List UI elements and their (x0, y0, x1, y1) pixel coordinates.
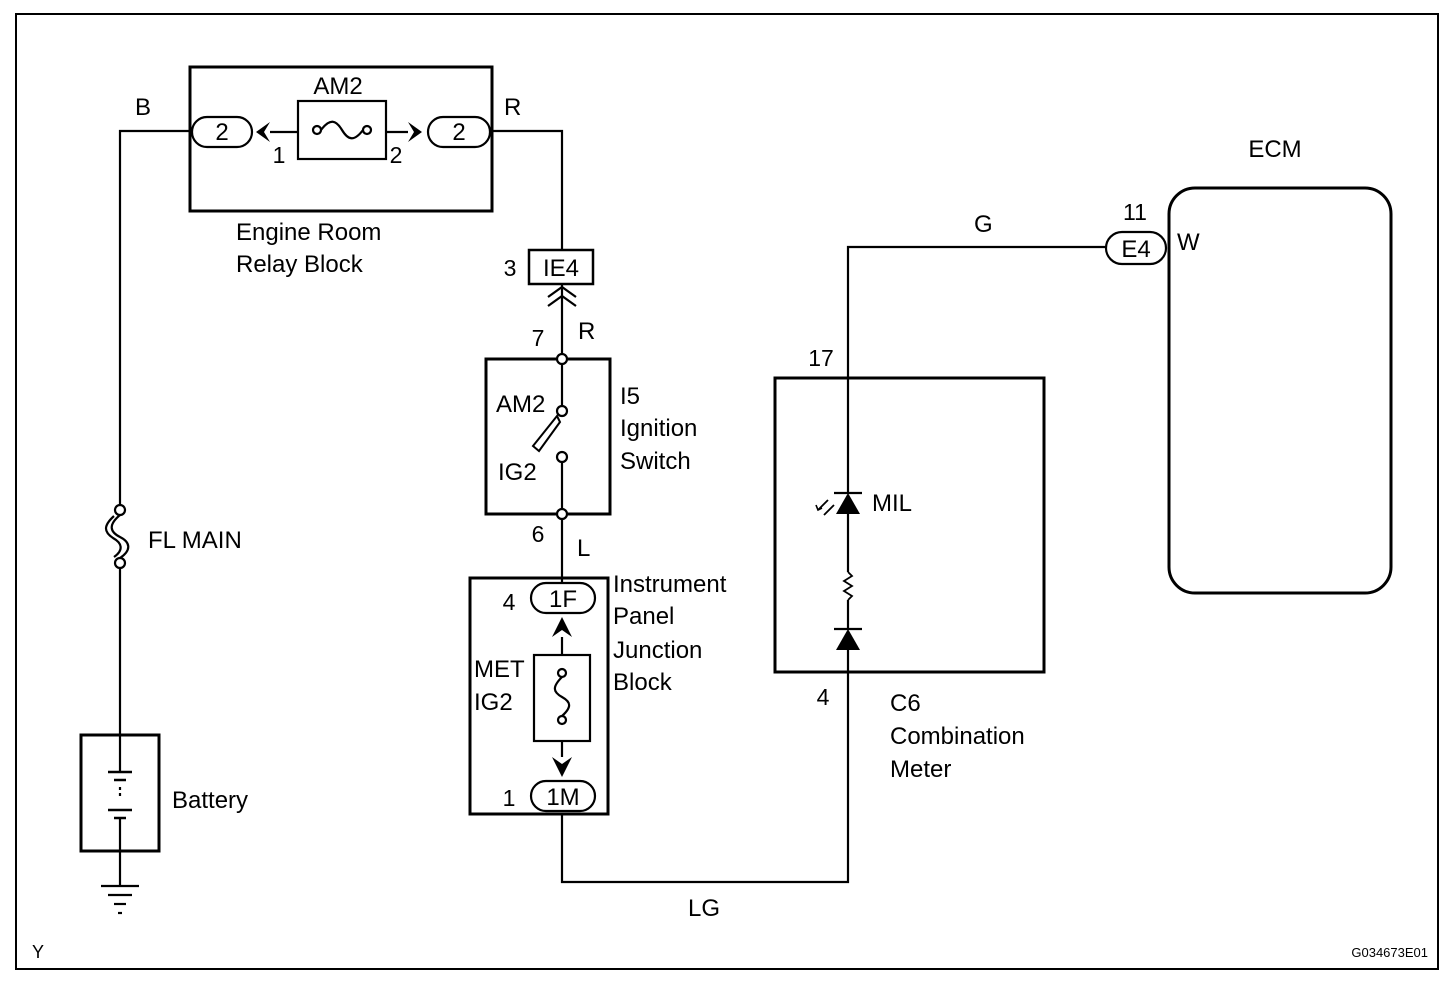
ignition-switch: AM2 IG2 7 6 (484, 325, 612, 547)
ecm-pin-11: 11 (1123, 199, 1147, 225)
relay-block-connector-left-label: 2 (215, 119, 228, 146)
combination-meter-name-line2: Meter (890, 756, 951, 783)
connector-e4 (1104, 230, 1168, 266)
wire-r (490, 129, 564, 250)
combination-meter-pin-17: 17 (808, 345, 834, 371)
resistor-icon (842, 571, 854, 601)
ecm: E4 11 ECM (1104, 136, 1393, 595)
connector-terminal-icon (256, 122, 270, 142)
wire-color-g: G (974, 211, 993, 238)
combination-meter-pin-4: 4 (817, 684, 830, 710)
ground-icon (101, 884, 139, 915)
connector-junction-icon (547, 285, 577, 307)
battery-label: Battery (172, 787, 248, 814)
connector-1f-label: 1F (549, 586, 577, 613)
connector-1f (529, 581, 597, 615)
connector-terminal-icon (408, 122, 422, 142)
junction-block-name-line2: Panel (613, 603, 674, 630)
ignition-switch-pin-6: 6 (532, 521, 545, 547)
ignition-switch-code: I5 (620, 383, 640, 410)
wire-color-lg: LG (688, 895, 720, 922)
relay-block-name-line1: Engine Room (236, 219, 381, 246)
connector-1f-pin: 4 (503, 589, 516, 615)
ignition-switch-am2: AM2 (496, 391, 545, 418)
switch-contact-icon (531, 414, 562, 453)
combination-meter-code: C6 (890, 690, 921, 717)
relay-block-pin-2: 2 (390, 142, 403, 168)
mil-led-icon (836, 493, 860, 514)
connector-1m (529, 779, 597, 813)
relay-block-connector-right (426, 115, 492, 149)
combination-meter-name-line1: Combination (890, 723, 1025, 750)
fusible-link-icon (110, 514, 130, 559)
ignition-switch-ig2: IG2 (498, 459, 537, 486)
ignition-switch-name-line2: Switch (620, 448, 691, 475)
wire-color-w: W (1177, 229, 1200, 256)
combination-meter: MIL 17 4 (773, 345, 1046, 710)
ignition-switch-name-line1: Ignition (620, 415, 697, 442)
am2-fuse-label: AM2 (313, 73, 362, 100)
fuse-icon (553, 676, 571, 717)
diagram-frame (15, 13, 1439, 970)
light-emission-icon (817, 499, 835, 516)
wire-color-r-mid: R (578, 318, 595, 345)
relay-block-connector-right-label: 2 (452, 119, 465, 146)
wire-color-b: B (135, 94, 151, 121)
wire-b (118, 129, 192, 505)
ecm-label: ECM (1248, 136, 1301, 163)
met-ig2-fuse-label-line2: IG2 (474, 689, 513, 716)
instrument-panel-junction-block: 1F 4 1M 1 MET IG2 (468, 576, 610, 816)
relay-block-pin-1: 1 (273, 142, 286, 168)
connector-1m-pin: 1 (503, 785, 516, 811)
engine-room-relay-block: 2 2 AM2 1 2 (188, 65, 494, 213)
connector-ie4-label: IE4 (543, 255, 579, 282)
wire-color-l: L (577, 535, 590, 562)
connector-ie4: IE4 3 (504, 248, 595, 307)
relay-block-name-line2: Relay Block (236, 251, 364, 278)
battery: Battery (79, 733, 248, 853)
figure-code: G034673E01 (1351, 945, 1428, 960)
fl-main-fusible-link: FL MAIN (104, 503, 242, 570)
connector-e4-label: E4 (1121, 236, 1150, 263)
am2-fuse (296, 99, 388, 161)
met-ig2-fuse-label-line1: MET (474, 656, 525, 683)
ignition-switch-pin-7: 7 (532, 325, 545, 351)
wire-g (846, 245, 1106, 378)
connector-terminal-icon (552, 757, 572, 777)
connector-terminal-icon (552, 617, 572, 637)
connector-ie4-pin: 3 (504, 255, 517, 281)
relay-block-connector-left (190, 115, 254, 149)
fuse-icon (320, 120, 364, 140)
connector-1m-label: 1M (546, 784, 579, 811)
diode-icon (836, 629, 860, 650)
junction-block-name-line3: Junction (613, 637, 702, 664)
fl-main-label: FL MAIN (148, 527, 242, 554)
corner-label: Y (32, 942, 44, 962)
wire-lg (560, 672, 850, 884)
junction-block-name-line4: Block (613, 669, 673, 696)
mil-label: MIL (872, 490, 912, 517)
wire-color-r-top: R (504, 94, 521, 121)
junction-block-name-line1: Instrument (613, 571, 727, 598)
